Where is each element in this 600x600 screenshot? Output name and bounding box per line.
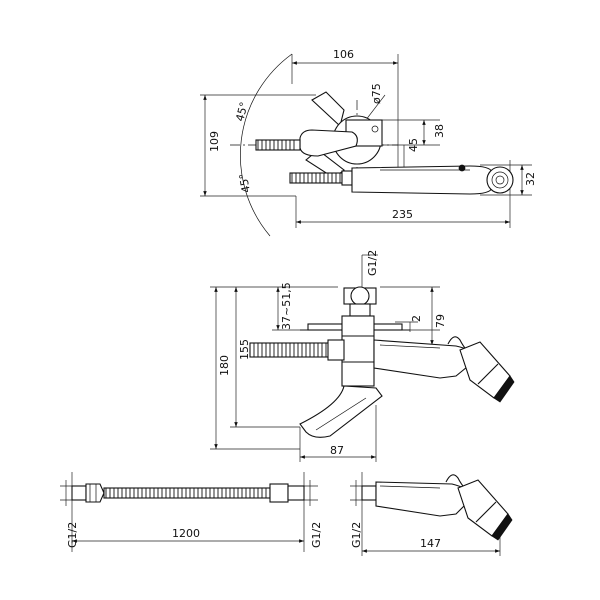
label-g12-right: G1/2: [310, 522, 323, 548]
hose-ribs: [105, 488, 267, 498]
label-angle-upper: 45°: [233, 101, 251, 123]
hose-end-left: [71, 485, 87, 501]
hose-body: [103, 487, 271, 499]
label-106: 106: [333, 48, 354, 61]
label-180: 180: [218, 355, 231, 376]
label-g12-side: G1/2: [366, 250, 379, 276]
valve-body: [341, 315, 375, 387]
label-g12-head: G1/2: [350, 522, 363, 548]
label-45: 45: [407, 138, 420, 152]
label-109: 109: [208, 131, 221, 152]
hose-nut: [327, 339, 345, 361]
label-155: 155: [238, 339, 251, 360]
label-37-51: 37~51,5: [280, 282, 293, 330]
label-38: 38: [433, 124, 446, 138]
label-1200: 1200: [172, 527, 200, 540]
head-connector: [361, 485, 377, 501]
label-g12-left: G1/2: [66, 522, 79, 548]
hose-view: 1200 G1/2 G1/2: [60, 472, 323, 552]
lever-side: [299, 385, 383, 438]
side-view: G1/2 37~51,5 2 79 155 180 87: [210, 250, 515, 462]
head-view: 147 G1/2: [350, 472, 513, 556]
top-view: 106 ø75 45° 45° 109 38 45 32 235: [200, 48, 537, 237]
label-32: 32: [524, 172, 537, 186]
label-angle-lower: 45°: [237, 172, 253, 193]
spray-head-top: [486, 166, 514, 194]
hose-end-right: [269, 483, 289, 503]
label-2: 2: [410, 315, 423, 322]
handle-ghost-upper: [311, 91, 345, 128]
swing-arc: [240, 53, 293, 237]
label-79: 79: [434, 314, 447, 328]
label-147: 147: [420, 537, 441, 550]
label-87: 87: [330, 444, 344, 457]
label-dia-75: ø75: [370, 83, 383, 104]
label-235: 235: [392, 208, 413, 221]
lever-handle: [299, 129, 358, 157]
